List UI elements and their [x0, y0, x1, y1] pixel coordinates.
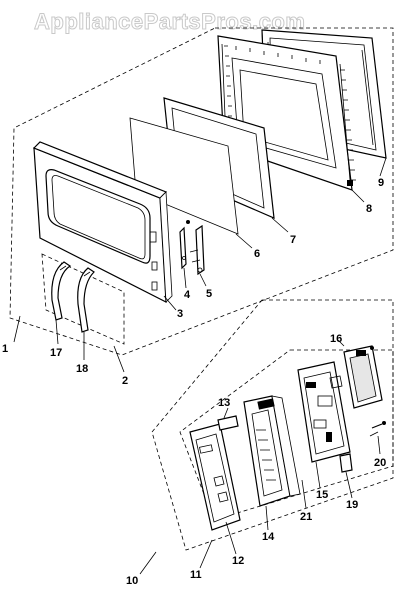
callout-1: 1	[2, 343, 8, 355]
part-19-switch	[339, 453, 353, 473]
part-18-latch-hook	[77, 267, 95, 333]
callout-18: 18	[76, 363, 88, 375]
callout-19: 19	[346, 499, 358, 511]
callout-17: 17	[50, 347, 62, 359]
callout-13: 13	[218, 397, 230, 409]
control-subassembly-boundary	[179, 349, 394, 521]
part-13-keypad-label	[217, 415, 239, 431]
part-15-control-board	[297, 361, 351, 463]
part-12-panel-cover	[189, 423, 241, 531]
part-6-glass	[129, 117, 239, 235]
callout-12: 12	[232, 555, 244, 567]
watermark-text: AppliancePartsPros.com	[34, 9, 305, 34]
door-assembly-boundary	[9, 27, 394, 356]
callout-14: 14	[262, 531, 275, 543]
callout-labels: 1 2 3 4 5 6 7 8 9 10 11 12 13 14 15 16 1…	[2, 177, 386, 587]
part-5-latch-lever	[189, 224, 205, 276]
part-17-latch-hook	[51, 261, 72, 321]
callout-2: 2	[122, 375, 128, 387]
control-assembly-boundary	[151, 299, 394, 551]
callout-16: 16	[330, 333, 342, 345]
callout-8: 8	[366, 203, 372, 215]
callout-10: 10	[126, 575, 138, 587]
callout-9: 9	[378, 177, 384, 189]
callout-11: 11	[190, 569, 202, 581]
callout-21: 21	[300, 511, 312, 523]
callout-6: 6	[254, 248, 260, 260]
callout-4: 4	[184, 289, 191, 301]
part-3-door-front	[32, 141, 173, 304]
callout-15: 15	[316, 489, 328, 501]
callout-5: 5	[206, 288, 212, 300]
callout-7: 7	[290, 234, 296, 246]
part-20-screw	[369, 421, 386, 437]
part-14-control-panel	[243, 395, 301, 507]
hinge-set-boundary	[41, 253, 125, 345]
leader-lines-lower	[139, 339, 381, 575]
callout-20: 20	[374, 457, 386, 469]
callout-3: 3	[177, 308, 183, 320]
part-16-relay-bracket	[343, 345, 383, 409]
leader-lines-upper	[13, 157, 387, 373]
part-4-hinge	[179, 220, 190, 270]
